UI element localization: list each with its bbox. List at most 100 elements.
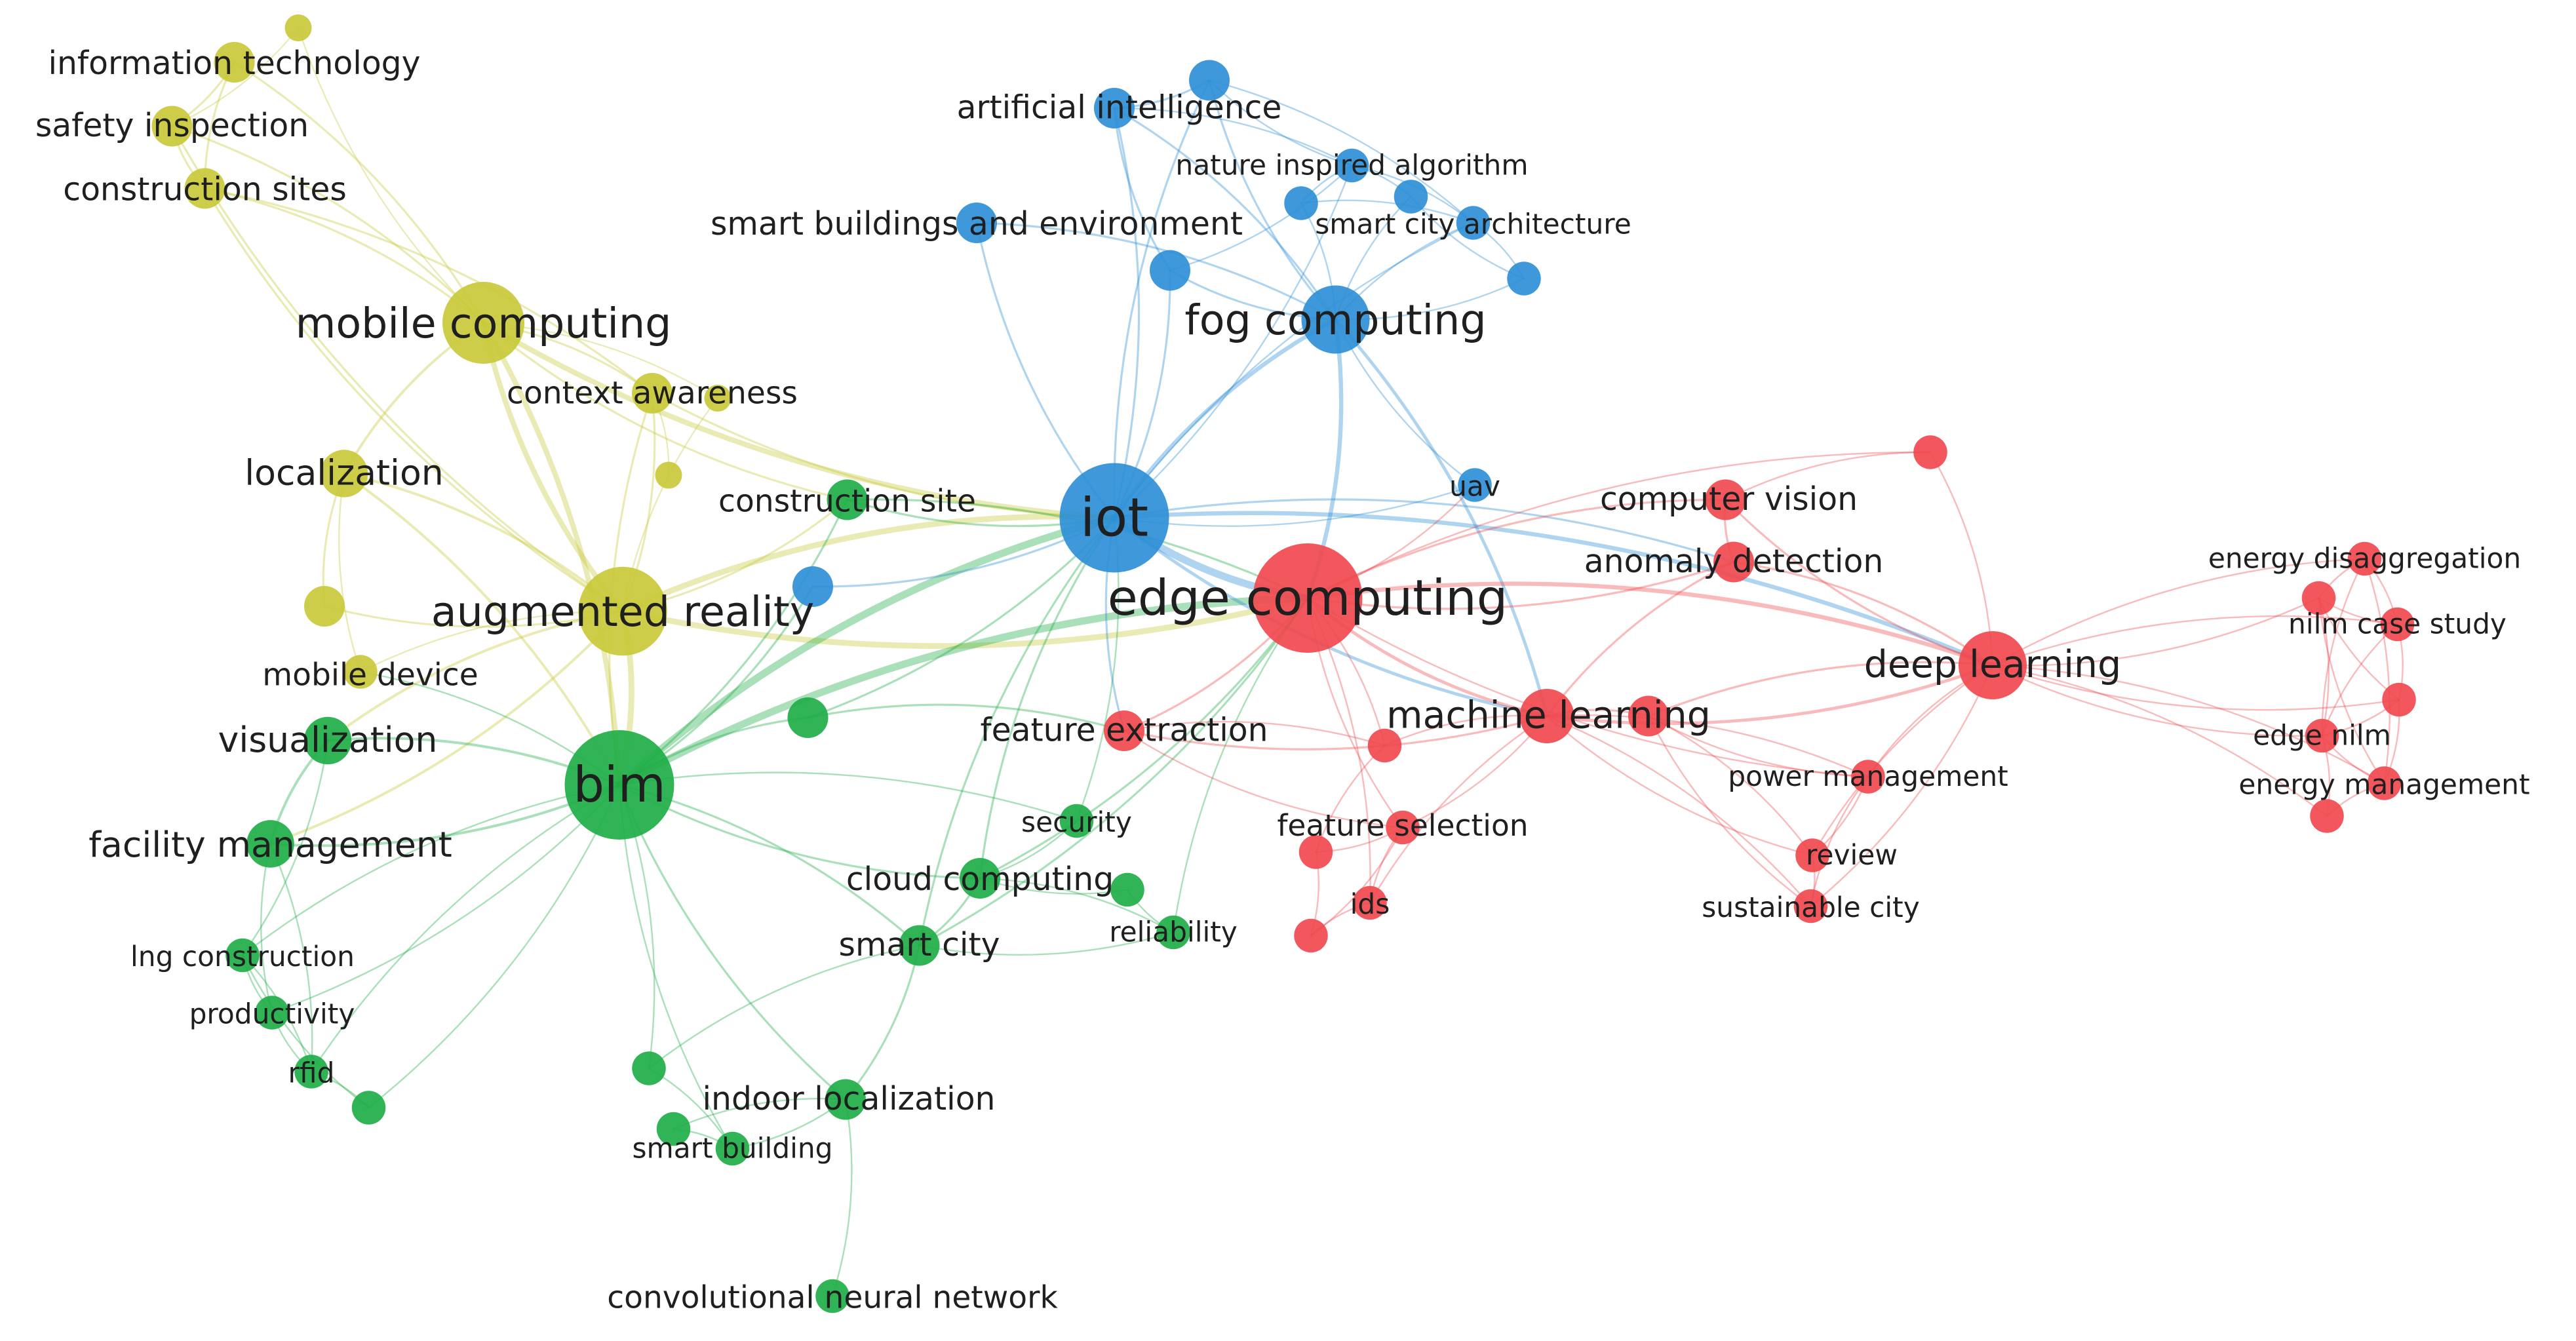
- node-productivity[interactable]: [255, 996, 289, 1030]
- node-cc-extra[interactable]: [1110, 872, 1144, 907]
- node-information-technology[interactable]: [214, 42, 255, 83]
- node-sca-extra3[interactable]: [1507, 262, 1541, 296]
- node-sustainable-city[interactable]: [1793, 889, 1828, 923]
- label-uav: uav: [1449, 471, 1500, 503]
- label-iot: iot: [1080, 487, 1148, 549]
- node-energy-disaggregation[interactable]: [2347, 541, 2382, 576]
- node-il-extra[interactable]: [632, 1051, 666, 1085]
- node-mobile-computing[interactable]: [442, 282, 524, 364]
- link-machine-learning-review: [1546, 715, 1814, 857]
- node-security[interactable]: [1059, 804, 1094, 838]
- node-cloud-computing[interactable]: [960, 858, 1000, 899]
- link-lng-construction-rfid-extra: [241, 954, 370, 1109]
- label-convolutional-neural-network: convolutional neural network: [607, 1280, 1058, 1316]
- node-ca-extra2[interactable]: [655, 461, 682, 489]
- node-review[interactable]: [1795, 838, 1829, 872]
- node-ca-extra[interactable]: [704, 385, 732, 412]
- node-anomaly-detection[interactable]: [1713, 541, 1754, 583]
- link-machine-learning-sustainable-city: [1546, 715, 1812, 907]
- link-bim-edge-computing: [615, 594, 1312, 789]
- node-nilm-case-study[interactable]: [2380, 607, 2415, 642]
- node-augmented-reality[interactable]: [578, 566, 667, 656]
- label-computer-vision: computer vision: [1600, 480, 1858, 518]
- node-bim[interactable]: [564, 730, 674, 840]
- node-smart-city[interactable]: [899, 925, 940, 966]
- node-it-extra[interactable]: [284, 14, 312, 41]
- node-mobile-device[interactable]: [343, 655, 378, 689]
- node-smart-building[interactable]: [715, 1131, 750, 1166]
- link-feature-extraction-feature-selection: [1123, 729, 1404, 828]
- node-deep-learning[interactable]: [1959, 631, 2027, 699]
- node-loc-extra[interactable]: [304, 586, 345, 627]
- node-computer-vision[interactable]: [1705, 479, 1746, 520]
- link-bim-lng-construction: [241, 784, 621, 956]
- link-cloud-computing-edge-computing: [979, 596, 1309, 880]
- label-review: review: [1806, 839, 1898, 871]
- node-smart-buildings-and-environment[interactable]: [956, 203, 997, 243]
- node-construction-site[interactable]: [827, 479, 868, 520]
- link-ml-extra-review: [1647, 715, 1814, 857]
- node-fog-computing[interactable]: [1301, 285, 1370, 354]
- node-reliability[interactable]: [1156, 915, 1190, 950]
- node-lng-construction[interactable]: [225, 938, 260, 973]
- link-augmented-reality-edge-computing: [619, 595, 1311, 649]
- node-nature-inspired-algorithm[interactable]: [1335, 148, 1369, 183]
- node-iot[interactable]: [1059, 463, 1169, 573]
- node-feature-selection[interactable]: [1386, 810, 1420, 845]
- node-iot-extra[interactable]: [792, 566, 833, 607]
- node-power-management[interactable]: [1851, 760, 1885, 794]
- link-safety-inspection-augmented-reality: [170, 125, 624, 613]
- link-fc-extra-nature-inspired-algorithm: [1169, 165, 1353, 271]
- label-feature-selection: feature selection: [1277, 808, 1528, 843]
- link-edge-computing-anomaly-detection: [1306, 560, 1735, 610]
- node-cv-extra[interactable]: [1913, 435, 1947, 469]
- label-fog-computing: fog computing: [1184, 296, 1486, 344]
- node-bim-extra[interactable]: [787, 697, 829, 738]
- node-smart-city-architecture[interactable]: [1456, 206, 1491, 240]
- node-artificial-intelligence[interactable]: [1094, 88, 1135, 128]
- link-it-extra-mobile-computing: [297, 27, 484, 324]
- node-context-awareness[interactable]: [632, 373, 673, 414]
- label-visualization: visualization: [218, 719, 438, 760]
- link-fog-computing-machine-learning: [1334, 318, 1549, 718]
- link-deep-learning-em-extra: [1991, 664, 2328, 817]
- link-information-technology-mobile-computing: [233, 61, 485, 324]
- node-sb-extra[interactable]: [656, 1112, 691, 1146]
- node-nilm-extra[interactable]: [2382, 682, 2416, 717]
- node-ids-extra[interactable]: [1294, 918, 1328, 953]
- node-fc-extra[interactable]: [1150, 250, 1190, 291]
- node-edge-nilm[interactable]: [2305, 718, 2339, 753]
- link-ml-extra-sustainable-city: [1647, 715, 1812, 907]
- label-bim: bim: [573, 756, 665, 813]
- label-safety-inspection: safety inspection: [35, 107, 309, 144]
- node-feature-extraction[interactable]: [1104, 710, 1144, 751]
- node-ml-extra[interactable]: [1628, 695, 1669, 737]
- node-localization[interactable]: [320, 450, 368, 497]
- node-indoor-localization[interactable]: [825, 1079, 866, 1120]
- node-rfid-extra[interactable]: [351, 1091, 386, 1125]
- node-fe-extra[interactable]: [1367, 728, 1402, 763]
- link-bim-productivity: [271, 784, 621, 1014]
- node-ai-extra[interactable]: [1189, 60, 1230, 101]
- node-ids[interactable]: [1353, 885, 1387, 920]
- node-visualization[interactable]: [303, 716, 352, 765]
- label-rfid: rfid: [288, 1057, 335, 1089]
- node-convolutional-neural-network[interactable]: [815, 1279, 849, 1313]
- node-fs-extra[interactable]: [1298, 835, 1333, 869]
- node-facility-management[interactable]: [246, 820, 294, 868]
- link-augmented-reality-facility-management: [269, 610, 624, 845]
- node-sca-extra2[interactable]: [1394, 180, 1428, 214]
- link-energy-disaggregation-energy-management: [2364, 558, 2391, 785]
- node-uav[interactable]: [1458, 468, 1492, 502]
- node-machine-learning[interactable]: [1519, 689, 1574, 743]
- node-em-extra[interactable]: [2310, 799, 2344, 833]
- node-edge-computing[interactable]: [1253, 543, 1363, 653]
- node-sca-extra1[interactable]: [1284, 186, 1318, 220]
- link-visualization-lng-construction: [241, 739, 329, 956]
- node-safety-inspection[interactable]: [151, 106, 193, 147]
- node-rfid[interactable]: [294, 1055, 328, 1089]
- node-construction-sites[interactable]: [184, 168, 225, 209]
- node-ed-extra[interactable]: [2301, 581, 2336, 615]
- link-deep-learning-energy-management: [1991, 664, 2385, 785]
- node-energy-management[interactable]: [2367, 766, 2402, 800]
